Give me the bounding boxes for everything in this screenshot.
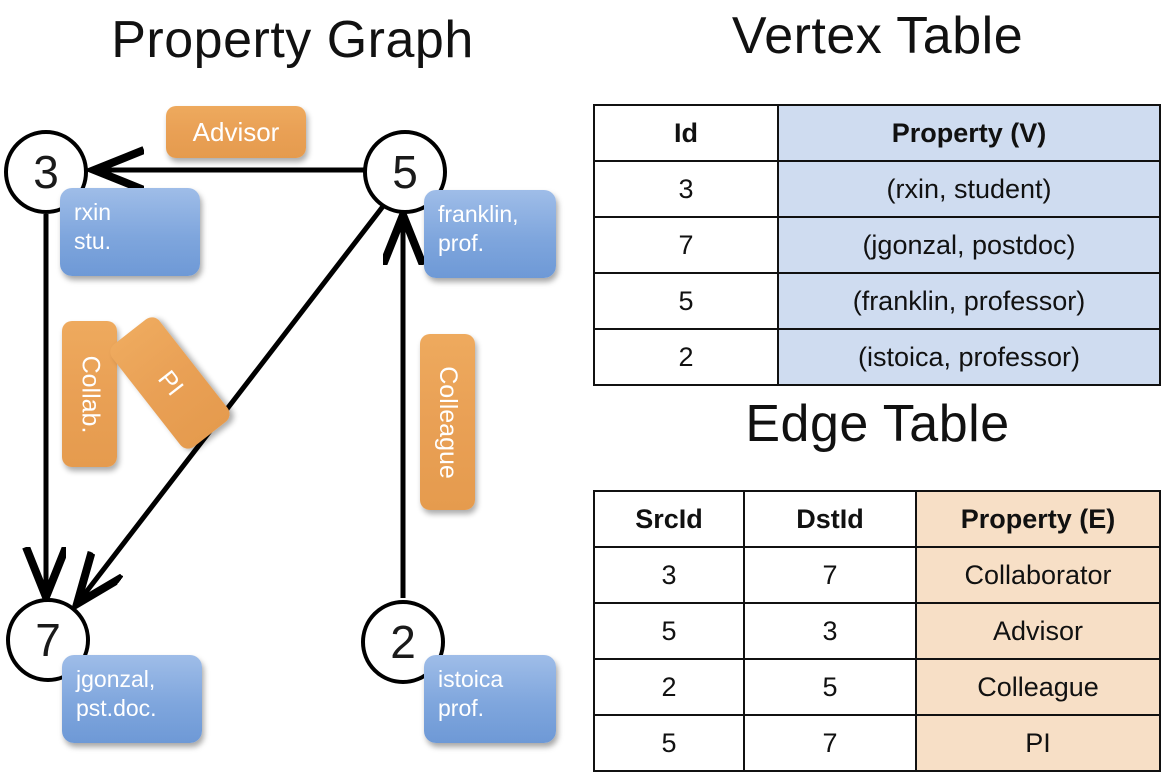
edge-label-colleague: Colleague xyxy=(420,334,475,510)
vertex-row-3-id: 2 xyxy=(593,328,779,386)
edge-row-2-property: Colleague xyxy=(915,658,1161,716)
edge-table-header-row: SrcId DstId Property (E) xyxy=(593,490,1161,548)
vertex-table-header-id: Id xyxy=(593,104,779,162)
graph-node-2-property-box: istoica prof. xyxy=(424,655,556,743)
vertex-table: Id Property (V) 3 (rxin, student) 7 (jgo… xyxy=(593,104,1161,386)
page-title-vertex-table: Vertex Table xyxy=(731,7,1024,65)
vertex-table-header-row: Id Property (V) xyxy=(593,104,1161,162)
table-row[interactable]: 5 7 PI xyxy=(593,714,1161,772)
graph-node-2-property-line1: istoica xyxy=(438,666,504,692)
vertex-row-0-id: 3 xyxy=(593,160,779,218)
graph-node-3-property-line2: stu. xyxy=(74,228,112,255)
graph-node-7-label: 7 xyxy=(35,614,61,666)
graph-node-2[interactable]: 2 xyxy=(361,600,445,684)
edge-row-3-property: PI xyxy=(915,714,1161,772)
graph-node-2-property-line2: prof. xyxy=(438,695,485,722)
vertex-row-3-property: (istoica, professor) xyxy=(777,328,1161,386)
edge-row-1-src: 5 xyxy=(593,602,745,660)
edge-row-2-dst: 5 xyxy=(743,658,917,716)
graph-node-3-property-box: rxin stu. xyxy=(60,188,200,276)
graph-edge-pi xyxy=(80,203,386,600)
edge-table-header-srcid: SrcId xyxy=(593,490,745,548)
edge-label-pi-text: PI xyxy=(152,364,189,401)
edge-row-0-src: 3 xyxy=(593,546,745,604)
vertex-row-1-property: (jgonzal, postdoc) xyxy=(777,216,1161,274)
edge-label-advisor: Advisor xyxy=(166,106,306,158)
graph-node-7-property-box: jgonzal, pst.doc. xyxy=(62,655,202,743)
table-row[interactable]: 5 (franklin, professor) xyxy=(593,272,1161,330)
edge-label-collab: Collab. xyxy=(62,321,117,467)
table-row[interactable]: 3 (rxin, student) xyxy=(593,160,1161,218)
graph-node-5-label: 5 xyxy=(392,146,418,198)
vertex-row-1-id: 7 xyxy=(593,216,779,274)
table-row[interactable]: 7 (jgonzal, postdoc) xyxy=(593,216,1161,274)
table-row[interactable]: 2 (istoica, professor) xyxy=(593,328,1161,386)
edge-row-0-property: Collaborator xyxy=(915,546,1161,604)
edge-row-3-dst: 7 xyxy=(743,714,917,772)
graph-node-2-label: 2 xyxy=(390,616,416,668)
graph-node-3-property-line1: rxin xyxy=(74,199,112,225)
graph-node-7-property-line1: jgonzal, xyxy=(76,666,156,692)
edge-row-1-property: Advisor xyxy=(915,602,1161,660)
table-row[interactable]: 2 5 Colleague xyxy=(593,658,1161,716)
vertex-row-2-property: (franklin, professor) xyxy=(777,272,1161,330)
edge-table-header-dstid: DstId xyxy=(743,490,917,548)
vertex-row-0-property: (rxin, student) xyxy=(777,160,1161,218)
edge-table: SrcId DstId Property (E) 3 7 Collaborato… xyxy=(593,490,1161,772)
edge-label-collab-text: Collab. xyxy=(76,355,105,433)
graph-node-7-property-line2: pst.doc. xyxy=(76,695,157,722)
edge-row-0-dst: 7 xyxy=(743,546,917,604)
vertex-table-header-property: Property (V) xyxy=(777,104,1161,162)
property-graph-panel: 3 5 7 2 rxin stu. franklin, prof. jgonza… xyxy=(0,0,585,760)
graph-node-5-property-line1: franklin, xyxy=(438,201,519,227)
graph-node-5-property-box: franklin, prof. xyxy=(424,190,556,278)
graph-node-5-property-line2: prof. xyxy=(438,230,485,257)
page-title-edge-table: Edge Table xyxy=(745,395,1010,453)
vertex-row-2-id: 5 xyxy=(593,272,779,330)
edge-label-colleague-text: Colleague xyxy=(434,365,462,479)
page-title-property-graph: Property Graph xyxy=(111,11,474,69)
edge-row-3-src: 5 xyxy=(593,714,745,772)
graph-edges-svg xyxy=(0,0,585,760)
graph-node-3-label: 3 xyxy=(33,146,59,198)
edge-row-1-dst: 3 xyxy=(743,602,917,660)
table-row[interactable]: 5 3 Advisor xyxy=(593,602,1161,660)
edge-label-advisor-text: Advisor xyxy=(192,116,280,147)
edge-table-header-property: Property (E) xyxy=(915,490,1161,548)
edge-row-2-src: 2 xyxy=(593,658,745,716)
table-row[interactable]: 3 7 Collaborator xyxy=(593,546,1161,604)
